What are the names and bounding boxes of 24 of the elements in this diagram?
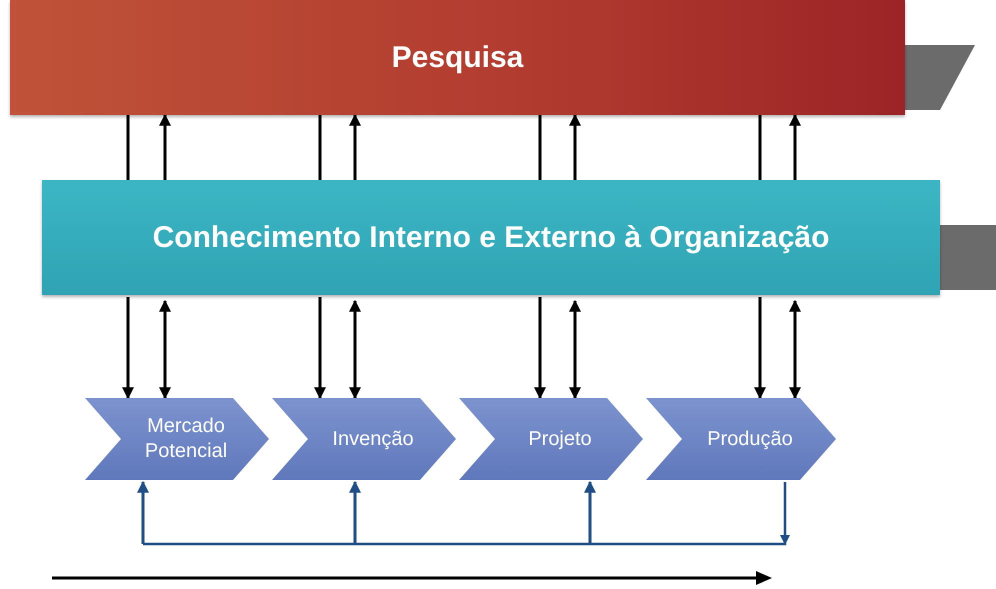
arrow bbox=[349, 480, 361, 544]
arrow bbox=[569, 114, 581, 180]
band-box bbox=[10, 0, 905, 115]
node-label: Invenção bbox=[332, 426, 414, 452]
band-box bbox=[42, 180, 940, 295]
arrow bbox=[584, 480, 596, 544]
arrow bbox=[314, 297, 326, 400]
arrow bbox=[159, 114, 171, 180]
node-label: Projeto bbox=[528, 426, 592, 452]
arrow bbox=[534, 297, 546, 400]
arrow bbox=[789, 300, 801, 400]
node-label: Mercado Potencial bbox=[144, 414, 228, 464]
arrow bbox=[569, 300, 581, 400]
arrow bbox=[349, 300, 361, 400]
node-label: Conhecimento Interno e Externo à Organização bbox=[152, 220, 830, 254]
arrow bbox=[349, 114, 361, 180]
arrow bbox=[754, 297, 766, 400]
arrow bbox=[789, 114, 801, 180]
node-label: Produção bbox=[707, 426, 793, 452]
arrow bbox=[159, 300, 171, 400]
arrow bbox=[137, 480, 149, 544]
feedback-line bbox=[143, 482, 790, 546]
arrow bbox=[122, 297, 134, 400]
node-label: Pesquisa bbox=[392, 40, 524, 74]
